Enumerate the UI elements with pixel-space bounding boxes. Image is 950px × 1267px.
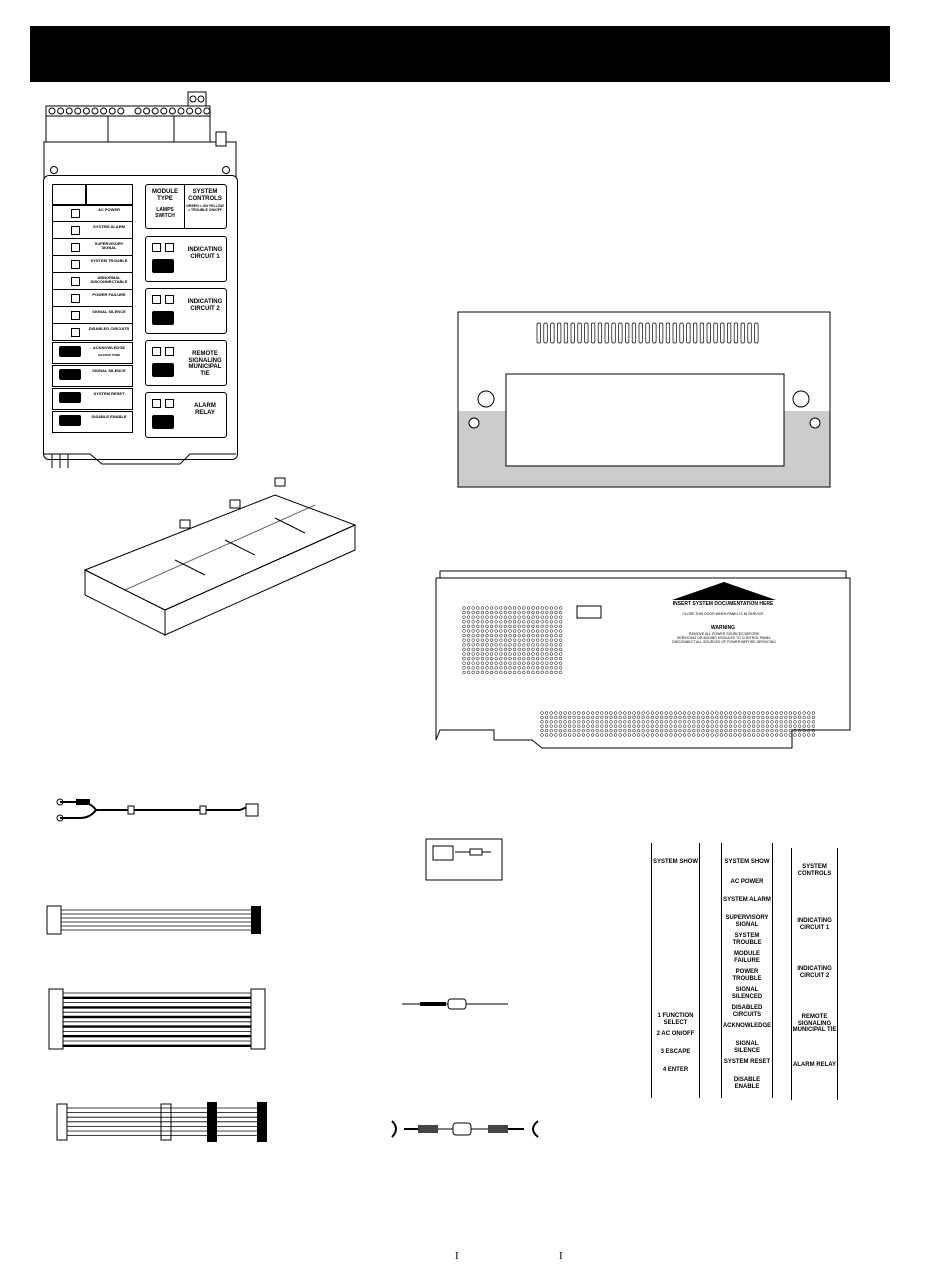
push-button [59, 392, 81, 403]
strip-item-c: ALARM RELAY [792, 1062, 837, 1068]
warning-title: WARNING [710, 625, 736, 631]
panel-row: SYSTEM TROUBLE [52, 255, 133, 273]
strip-item-a: 1 FUNCTION SELECT [657, 1013, 694, 1026]
panel-row-label: SYSTEM TROUBLE [90, 258, 128, 263]
strip-item-c: INDICATING CIRCUIT 2 [797, 966, 832, 979]
panel-header-cell [86, 184, 133, 206]
label-strip-c: SYSTEM CONTROLS INDICATING CIRCUIT 1 INDI… [791, 848, 838, 1100]
module-label: ALARM RELAY [194, 403, 216, 416]
strip-item-b: SIGNAL SILENCED [731, 987, 763, 1000]
resistor-card-diagram [425, 838, 503, 881]
panel-row: AC POWER [52, 204, 133, 222]
resistor-spade-lug-diagram [391, 1120, 539, 1138]
footer-mark-right: I [559, 1250, 563, 1262]
lamp-indicator [71, 226, 80, 235]
indicating-module: INDICATING CIRCUIT 1 [145, 236, 227, 282]
strip-item-c: INDICATING CIRCUIT 1 [797, 918, 832, 931]
strip-b-title: SYSTEM SHOW [724, 859, 770, 865]
strip-item-a: 2 AC ON/OFF [656, 1031, 695, 1037]
module-label: INDICATING CIRCUIT 1 [187, 247, 223, 260]
panel-row: SIGNAL SILENCE [52, 306, 133, 324]
panel-row: SYSTEM ALARM [52, 221, 133, 239]
warning-text: REMOVE ALL POWER SOURCES BEFORE SERVICIN… [672, 632, 776, 645]
panel-row: SYSTEM RESET [52, 388, 133, 410]
panel-row: SUPERVISORY SIGNAL [52, 238, 133, 256]
push-button [59, 346, 81, 357]
lamp-indicator [71, 328, 80, 337]
system-controls-sub: GREEN = ON YELLOW = TROUBLE ON/OFF [186, 204, 224, 212]
panel-row-label: SYSTEM ALARM [93, 224, 125, 229]
panel-row: DISABLED CIRCUITS [52, 323, 133, 341]
indicating-module: ALARM RELAY [145, 392, 227, 438]
module-type-sub: LAMPS SWITCH [155, 207, 175, 219]
power-cable-diagram [56, 798, 259, 822]
strip-item-b: POWER TROUBLE [732, 969, 762, 982]
lamp-indicator [71, 243, 80, 252]
panel-row: SIGNAL SILENCE [52, 365, 133, 387]
resistor-lead-diagram [402, 998, 508, 1010]
strip-item-b: DISABLE ENABLE [733, 1077, 761, 1090]
panel-row: ABNORMAL DISCONNECTABLE [52, 272, 133, 290]
indicating-module: INDICATING CIRCUIT 2 [145, 288, 227, 334]
panel-row-label: POWER FAILURE [92, 292, 126, 297]
panel-row: DISABLE ENABLE [52, 411, 133, 433]
push-button [59, 415, 81, 426]
module-label: REMOTE SIGNALING MUNICIPAL TIE [188, 351, 222, 377]
lamp-indicator [71, 209, 80, 218]
strip-item-a: 3 ESCAPE [660, 1049, 691, 1055]
module-label: INDICATING CIRCUIT 2 [187, 299, 223, 312]
panel-row-label: SIGNAL SILENCE [92, 368, 126, 373]
push-button [59, 369, 81, 380]
panel-row-label: SYSTEM RESET [93, 391, 125, 396]
strip-item-b: SYSTEM TROUBLE [732, 933, 762, 946]
ribbon-cable-long [56, 1102, 267, 1142]
chassis-tray-diagram [83, 477, 357, 636]
footer-mark-left: I [455, 1250, 459, 1262]
strip-item-b: DISABLED CIRCUITS [731, 1005, 763, 1018]
strip-item-b: SIGNAL SILENCE [733, 1041, 760, 1054]
label-strip-a: SYSTEM SHOW 1 FUNCTION SELECT 2 AC ON/OFF… [651, 843, 700, 1098]
control-panel-diagram: AC POWER SYSTEM ALARM SUPERVISORY SIGNAL SY… [43, 175, 238, 460]
lamp-indicator [71, 294, 80, 303]
panel-row-label: DISABLED CIRCUITS [88, 326, 130, 331]
module-header: MODULE TYPE LAMPS SWITCH SYSTEM CONTROLS… [145, 184, 227, 229]
strip-a-title: SYSTEM SHOW [652, 859, 698, 865]
lamp-indicator [71, 260, 80, 269]
panel-bottom-pins [44, 453, 236, 468]
panel-row-label: SIGNAL SILENCE [92, 309, 126, 314]
multi-wire-harness [48, 988, 266, 1050]
strip-item-b: SYSTEM RESET [723, 1059, 771, 1065]
strip-item-b: SUPERVISORY SIGNAL [725, 915, 769, 928]
module-type-label: MODULE TYPE [152, 189, 178, 202]
ribbon-cable-short [46, 905, 261, 935]
panel-row-sublabel: SILENCE TONE [97, 353, 121, 357]
terminal-block-diagram [43, 91, 237, 179]
strip-item-a: 4 ENTER [662, 1067, 689, 1073]
caption-sub: CLOSE THIS DOOR WHEN PANEL IS IN SERVICE [682, 612, 764, 616]
indicating-module: REMOTE SIGNALING MUNICIPAL TIE [145, 340, 227, 386]
system-controls-label: SYSTEM CONTROLS [188, 189, 222, 202]
panel-row-label: AC POWER [98, 207, 120, 212]
strip-item-b: AC POWER [730, 879, 764, 885]
header-bar [30, 26, 890, 82]
panel-row-label: ACKNOWLEDGE [92, 345, 126, 350]
strip-item-b: SYSTEM ALARM [723, 897, 771, 903]
strip-item-c: REMOTE SIGNALING MUNICIPAL TIE [792, 1014, 837, 1034]
strip-item-b: ACKNOWLEDGE [722, 1023, 772, 1029]
lamp-indicator [71, 277, 80, 286]
panel-header-cell [52, 184, 86, 206]
panel-row: ACKNOWLEDGE SILENCE TONE [52, 342, 133, 364]
panel-row: POWER FAILURE [52, 289, 133, 307]
strip-item-b: MODULE FAILURE [734, 951, 760, 964]
circuit-board-diagram: INSERT SYSTEM DOCUMENTATION HERE CLOSE T… [432, 570, 857, 755]
label-strip-b: SYSTEM SHOW AC POWER SYSTEM ALARM SUPERVIS… [721, 843, 773, 1098]
panel-door-diagram [457, 311, 831, 488]
panel-row-label: DISABLE ENABLE [91, 414, 127, 419]
strip-c-title: SYSTEM CONTROLS [797, 864, 832, 877]
lamp-indicator [71, 311, 80, 320]
panel-row-label: ABNORMAL DISCONNECTABLE [90, 275, 128, 284]
panel-row-label: SUPERVISORY SIGNAL [94, 241, 124, 250]
arrow-caption: INSERT SYSTEM DOCUMENTATION HERE [672, 601, 774, 607]
